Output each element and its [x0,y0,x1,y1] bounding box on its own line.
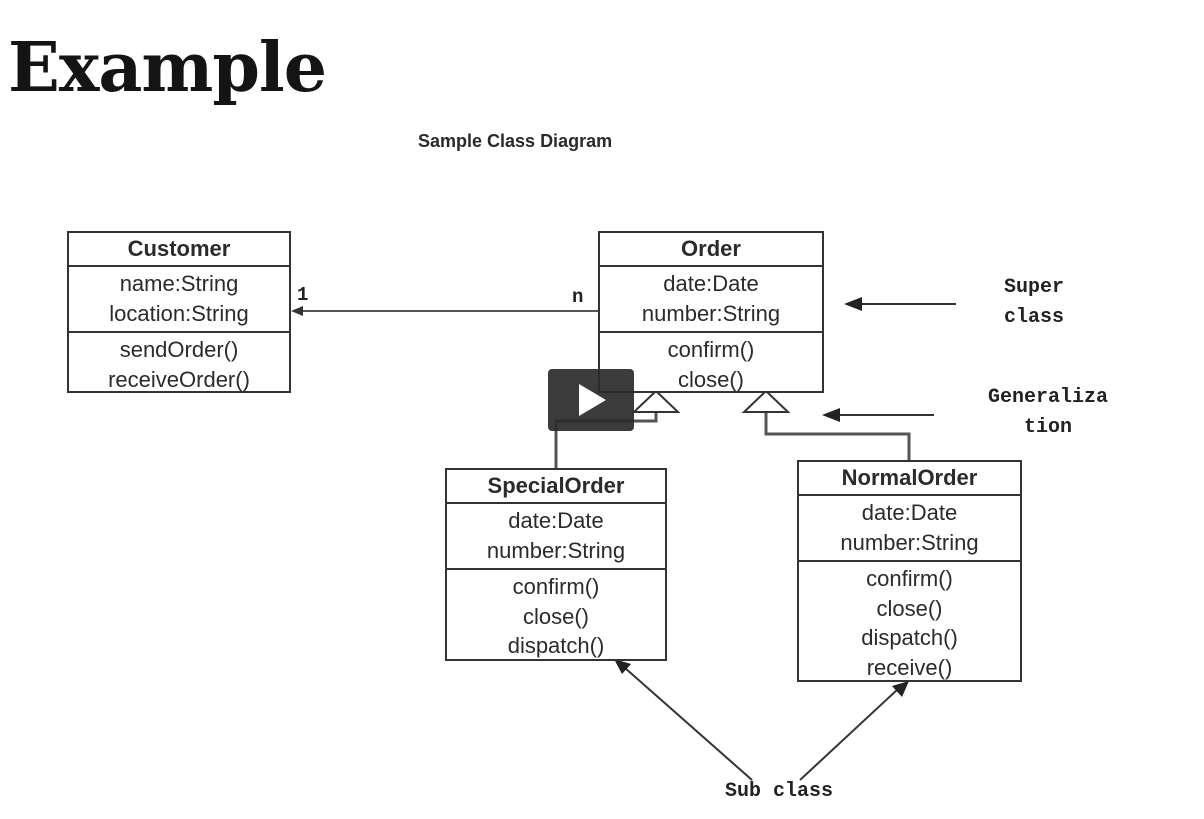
class-name: NormalOrder [799,462,1020,496]
method: receive() [866,654,953,680]
method: sendOrder() [119,337,239,362]
class-name: Customer [69,233,289,267]
generalization-label: Generaliza tion [958,383,1138,443]
super-class-arrowhead [844,297,862,311]
class-name: SpecialOrder [447,470,665,504]
class-name: Order [600,233,822,267]
class-order: Order date:Date number:String confirm() … [598,231,824,393]
attribute-section: date:Date number:String [600,267,822,333]
super-class-label-line: Super [1004,276,1065,299]
method: confirm() [866,566,953,591]
method: close() [876,595,943,621]
class-normal-order: NormalOrder date:Date number:String conf… [797,460,1022,682]
attribute: location:String [109,300,249,326]
association-arrowhead [291,306,303,316]
play-icon [579,384,606,416]
generalization-pointer-arrowhead [822,408,840,422]
attribute: number:String [641,300,781,326]
attribute-section: date:Date number:String [447,504,665,570]
attribute: date:Date [663,271,759,296]
method: dispatch() [861,625,958,650]
attribute: number:String [840,529,979,555]
diagram-caption: Sample Class Diagram [418,131,613,151]
slide-title: Example [8,28,327,108]
super-class-label: Super class [1004,273,1064,333]
sub-class-pointer-right [799,688,899,781]
generalization-label-line: Generaliza [987,386,1109,409]
method-section: confirm() close() [600,333,822,397]
method: receiveOrder() [108,366,250,392]
method: dispatch() [507,633,605,658]
method: confirm() [667,337,755,362]
attribute: name:String [119,271,239,296]
generalization-line-normal [764,413,911,460]
class-special-order: SpecialOrder date:Date number:String con… [445,468,667,661]
attribute: date:Date [508,508,604,533]
sub-class-pointer-left [624,667,753,781]
method: confirm() [512,574,600,599]
sub-class-arrowhead-right [892,681,909,697]
attribute-section: date:Date number:String [799,496,1020,562]
sub-class-label: Sub class [725,780,834,803]
attribute: date:Date [861,500,958,525]
play-button[interactable] [548,369,634,431]
method-section: confirm() close() dispatch() [447,570,665,664]
super-class-label-line: class [1004,306,1065,329]
method-section: sendOrder() receiveOrder() [69,333,289,397]
multiplicity-customer: 1 [297,284,309,306]
multiplicity-order: n [572,286,584,308]
method: close() [677,366,744,392]
class-customer: Customer name:String location:String sen… [67,231,291,393]
method: close() [522,603,589,629]
attribute-section: name:String location:String [69,267,289,333]
generalization-triangle-normal [741,389,791,413]
method-section: confirm() close() dispatch() receive() [799,562,1020,685]
sub-class-arrowhead-left [614,659,631,674]
generalization-label-line: tion [1023,416,1072,439]
attribute: number:String [486,537,626,563]
generalization-triangle-special [631,389,681,413]
